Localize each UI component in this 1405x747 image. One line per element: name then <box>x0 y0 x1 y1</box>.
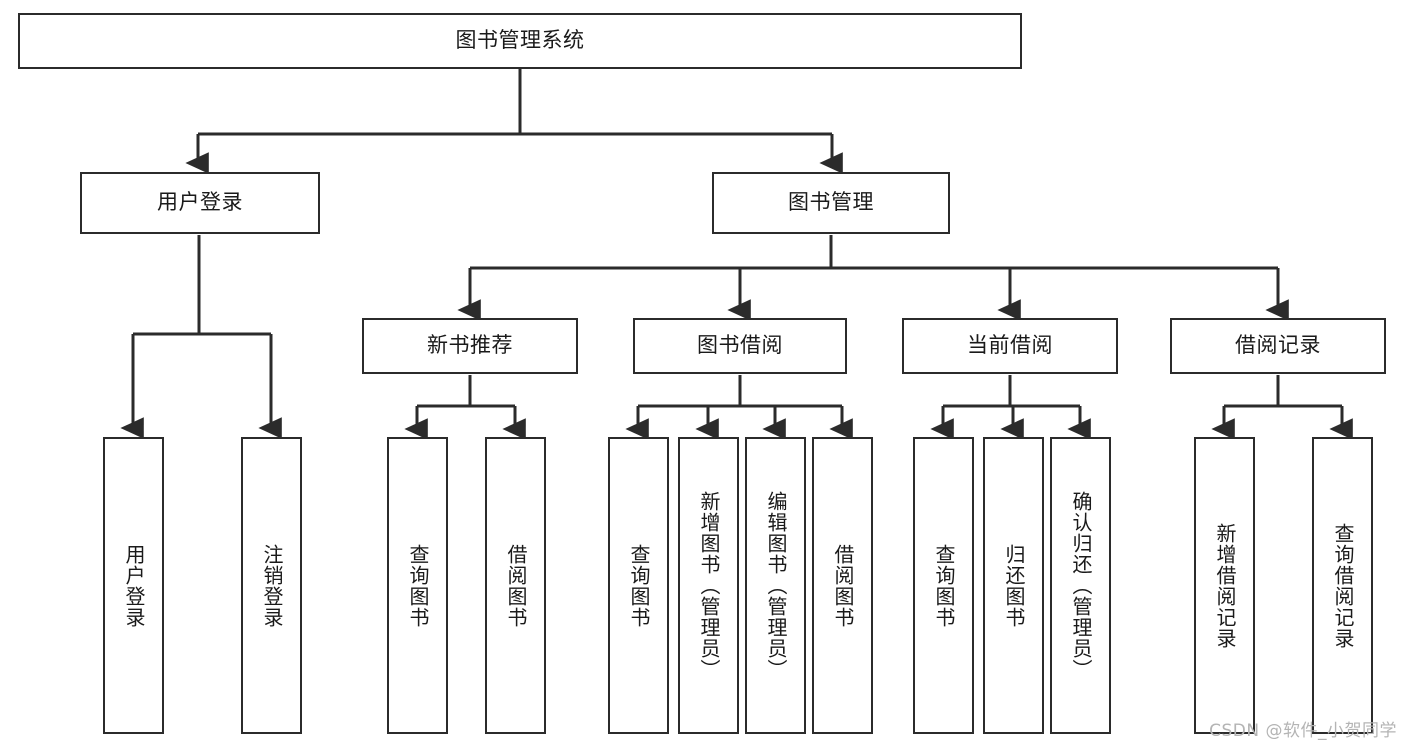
node-label: 图书借阅 <box>697 333 783 358</box>
leaf-add-book-admin[interactable]: 新增图书（管理员） <box>678 437 739 734</box>
node-label: 当前借阅 <box>967 333 1053 358</box>
watermark: CSDN @软件_小贺同学 <box>1209 721 1397 741</box>
node-label: 用户登录 <box>122 543 146 628</box>
node-label: 用户登录 <box>157 190 243 215</box>
node-label: 图书管理 <box>788 190 874 215</box>
leaf-confirm-return-admin[interactable]: 确认归还（管理员） <box>1050 437 1111 734</box>
leaf-edit-book-admin[interactable]: 编辑图书（管理员） <box>745 437 806 734</box>
node-label: 编辑图书（管理员） <box>764 491 788 680</box>
node-label: 查询图书 <box>627 543 651 628</box>
leaf-borrow-book-1[interactable]: 借阅图书 <box>485 437 546 734</box>
node-label: 新增借阅记录 <box>1213 522 1237 649</box>
node-label: 图书管理系统 <box>455 28 585 53</box>
node-label: 注销登录 <box>260 543 284 628</box>
leaf-logout-login[interactable]: 注销登录 <box>241 437 302 734</box>
node-label: 借阅图书 <box>504 543 528 628</box>
node-user-login[interactable]: 用户登录 <box>80 172 320 234</box>
leaf-borrow-book-2[interactable]: 借阅图书 <box>812 437 873 734</box>
node-label: 新书推荐 <box>427 333 513 358</box>
leaf-user-login[interactable]: 用户登录 <box>103 437 164 734</box>
node-label: 确认归还（管理员） <box>1069 491 1093 680</box>
node-book-management[interactable]: 图书管理 <box>712 172 950 234</box>
node-label: 借阅图书 <box>831 543 855 628</box>
node-book-borrow[interactable]: 图书借阅 <box>633 318 847 374</box>
leaf-query-book-3[interactable]: 查询图书 <box>913 437 974 734</box>
node-borrow-record[interactable]: 借阅记录 <box>1170 318 1386 374</box>
leaf-query-book-1[interactable]: 查询图书 <box>387 437 448 734</box>
leaf-add-borrow-record[interactable]: 新增借阅记录 <box>1194 437 1255 734</box>
node-label: 查询图书 <box>932 543 956 628</box>
node-label: 查询借阅记录 <box>1331 522 1355 649</box>
node-root-system[interactable]: 图书管理系统 <box>18 13 1022 69</box>
node-label: 新增图书（管理员） <box>697 491 721 680</box>
node-new-book-recommend[interactable]: 新书推荐 <box>362 318 578 374</box>
leaf-query-borrow-record[interactable]: 查询借阅记录 <box>1312 437 1373 734</box>
leaf-query-book-2[interactable]: 查询图书 <box>608 437 669 734</box>
node-label: 借阅记录 <box>1235 333 1321 358</box>
node-current-borrow[interactable]: 当前借阅 <box>902 318 1118 374</box>
node-label: 查询图书 <box>406 543 430 628</box>
leaf-return-book[interactable]: 归还图书 <box>983 437 1044 734</box>
node-label: 归还图书 <box>1002 543 1026 628</box>
